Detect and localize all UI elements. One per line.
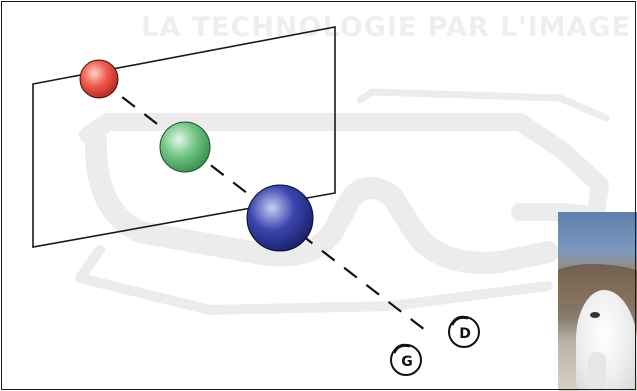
left-eye-marker: G — [390, 343, 422, 376]
left-eye-label: G — [401, 354, 413, 370]
header-title: LA TECHNOLOGIE PAR L'IMAGE — [141, 12, 631, 43]
green-dot — [159, 121, 211, 173]
red-dot — [79, 59, 119, 99]
blue-dot — [246, 184, 314, 252]
photo-creature-arm — [588, 352, 606, 391]
projection-plane — [32, 26, 336, 248]
photo-inset — [558, 212, 637, 391]
right-eye-label: D — [459, 326, 471, 342]
photo-creature-eye — [590, 312, 600, 318]
right-eye-marker: D — [448, 315, 480, 348]
photo-creature — [576, 290, 637, 391]
